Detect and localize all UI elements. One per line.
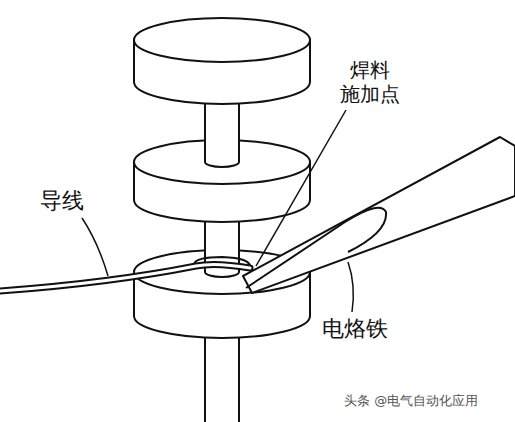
wire-core xyxy=(0,264,250,291)
wire xyxy=(0,264,250,291)
callout-label: 导线 xyxy=(40,188,84,214)
watermark: 头条 @电气自动化应用 xyxy=(344,393,478,409)
callout-label: 焊料施加点 xyxy=(340,58,400,106)
soldering-iron xyxy=(243,137,515,293)
leader-line xyxy=(348,262,353,312)
leader-line xyxy=(256,110,346,266)
leader-line xyxy=(82,218,108,276)
callout-label: 电烙铁 xyxy=(322,316,388,342)
disc-top xyxy=(134,18,310,62)
